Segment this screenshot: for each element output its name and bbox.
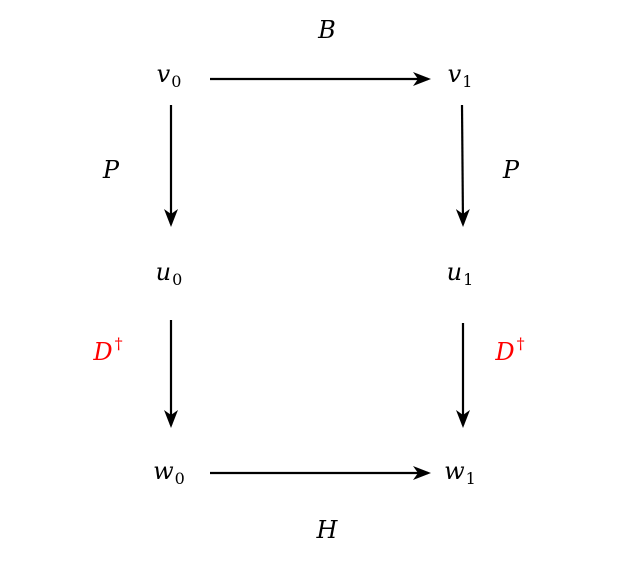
edge-label-d-dagger-left: D† [93, 334, 123, 366]
node-w1-sub: 1 [465, 469, 476, 488]
node-w1: w1 [444, 459, 476, 487]
dagger-icon: † [114, 334, 123, 353]
node-v1-base: v [447, 60, 462, 88]
edge-label-d-dagger-right: D† [495, 334, 525, 366]
node-u1: u1 [447, 260, 474, 288]
node-u1-sub: 1 [463, 270, 474, 289]
edge-label-b: B [318, 16, 336, 44]
dagger-icon: † [516, 334, 525, 353]
node-u0-sub: 0 [172, 270, 183, 289]
node-v1: v1 [448, 62, 473, 90]
node-v1-sub: 1 [462, 72, 473, 91]
node-u1-base: u [446, 258, 463, 286]
node-w1-base: w [444, 457, 465, 485]
edge-label-p-right: P [502, 156, 520, 184]
node-u0: u0 [156, 260, 183, 288]
edge-label-d-dagger-right-base: D [495, 338, 515, 366]
node-u0-base: u [155, 258, 172, 286]
arrow-right-p [455, 104, 470, 227]
node-w0: w0 [153, 459, 185, 487]
node-v0-base: v [156, 60, 171, 88]
node-w0-base: w [153, 457, 174, 485]
node-v0: v0 [157, 62, 182, 90]
node-v0-sub: 0 [171, 72, 182, 91]
edge-label-h: H [316, 516, 338, 544]
edge-label-p-left: P [102, 156, 120, 184]
edge-label-d-dagger-left-base: D [93, 338, 113, 366]
node-w0-sub: 0 [174, 469, 185, 488]
